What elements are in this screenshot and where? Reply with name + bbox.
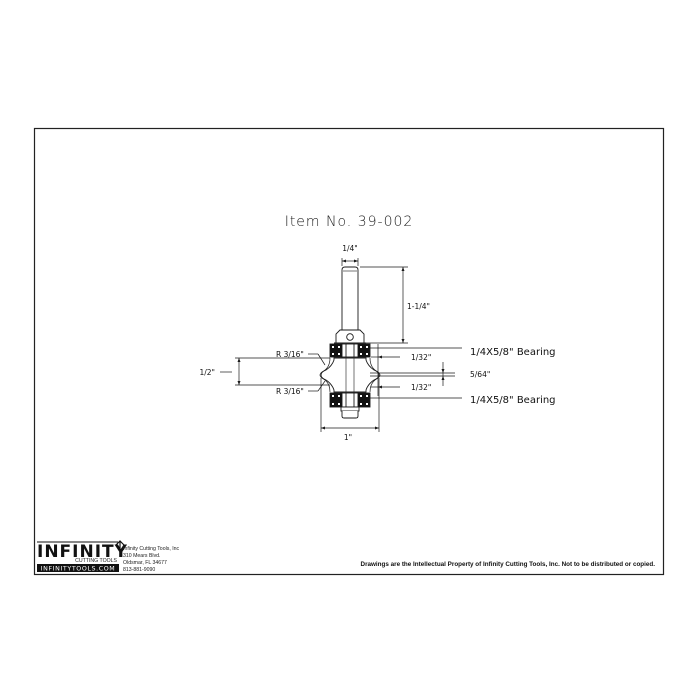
dim-gap: 5/64" [470, 370, 490, 379]
company-address: Infinity Cutting Tools, Inc 310 Mears Bl… [123, 546, 180, 573]
company-logo: INFINITY CUTTING TOOLS INFINITYTOOLS.COM [37, 540, 128, 573]
company-name: Infinity Cutting Tools, Inc [123, 546, 180, 552]
upper-bearing [329, 343, 371, 358]
dimensions [220, 258, 462, 432]
lower-bearing [329, 392, 371, 408]
logo-url-bar [37, 564, 119, 572]
callout-bearing-bottom: 1/4X5/8" Bearing [470, 395, 556, 406]
dim-offset-bottom: 1/32" [411, 383, 431, 392]
dim-shank-diameter: 1/4" [342, 244, 358, 253]
logo-tree-icon [115, 540, 125, 550]
dim-offset-top: 1/32" [411, 353, 431, 362]
collar [335, 329, 365, 344]
company-phone: 813-881-9090 [123, 567, 155, 573]
dim-overall-diameter: 1" [344, 433, 352, 442]
bearing-nut [341, 411, 359, 419]
logo-subtitle: CUTTING TOOLS [75, 558, 117, 564]
sheet-border [33, 127, 665, 576]
dim-radius-top: R 3/16" [276, 350, 304, 359]
shank [341, 266, 359, 330]
logo-wordmark: INFINITY [37, 542, 128, 562]
ip-notice: Drawings are the Intellectual Property o… [361, 561, 656, 568]
callout-bearing-top: 1/4X5/8" Bearing [470, 347, 556, 358]
company-address-line2: Oldsmar, FL 34677 [123, 560, 167, 566]
company-address-line1: 310 Mears Blvd. [123, 553, 160, 559]
dim-shank-length: 1-1/4" [407, 302, 430, 311]
set-screw [346, 333, 354, 341]
logo-url: INFINITYTOOLS.COM [41, 566, 116, 573]
item-number-title: Item No. 39-002 [285, 214, 414, 230]
dim-radius-bottom: R 3/16" [276, 387, 304, 396]
dim-cut-height: 1/2" [199, 368, 215, 377]
router-bit [319, 266, 381, 419]
